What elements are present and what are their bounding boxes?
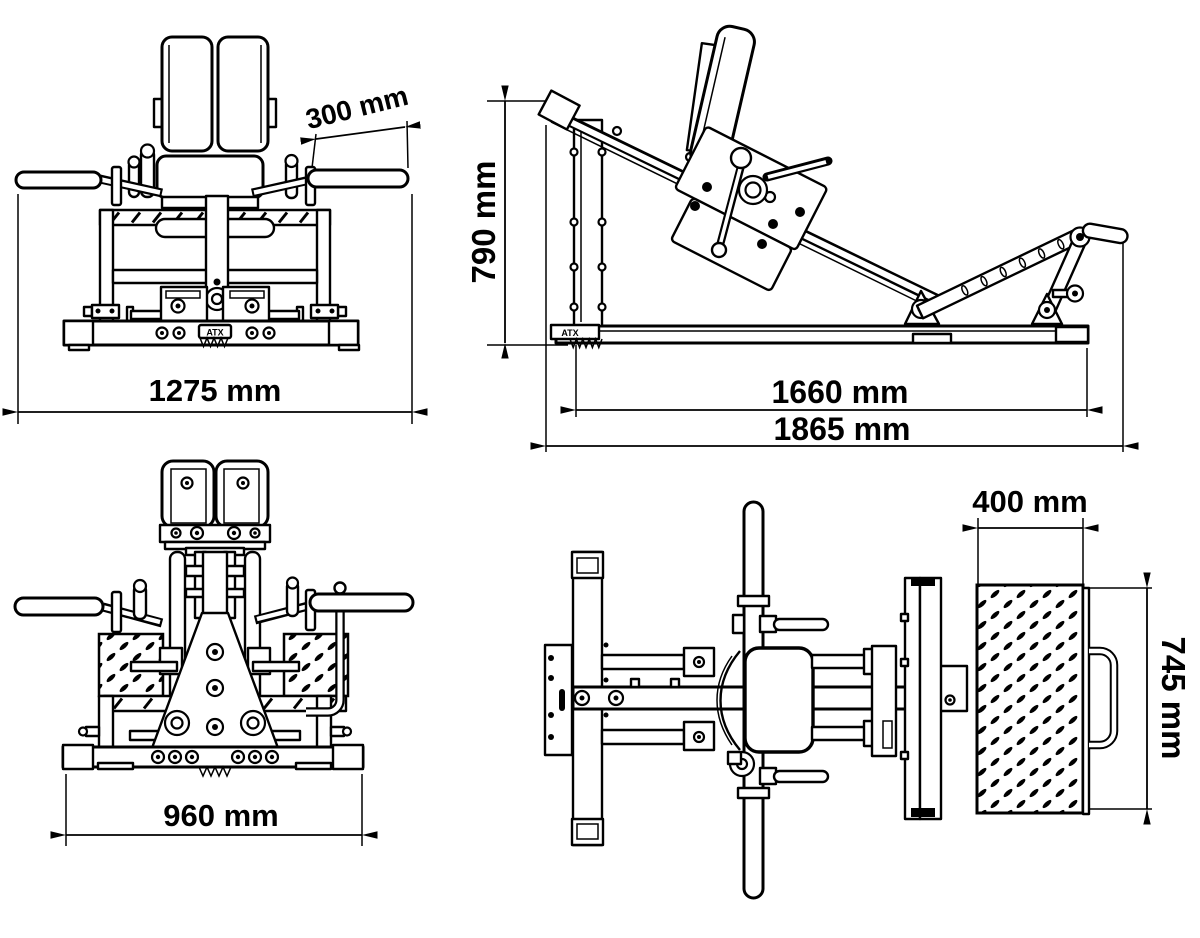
front-frame	[98, 194, 332, 332]
dimension-label-footplate-width: 400 mm	[972, 484, 1087, 519]
rear-view: 960 mm	[13, 459, 415, 846]
rear-handlebars	[13, 576, 415, 634]
dimension-side-inner-length: 1660 mm	[560, 374, 1103, 414]
top-seat-pad	[716, 646, 815, 778]
dimension-footplate-width: 400 mm	[962, 484, 1099, 584]
dimension-rear-base-width: 960 mm	[50, 774, 378, 846]
dimension-label-side-inner-length: 1660 mm	[772, 374, 909, 410]
top-view: 400 mm 745 mm	[543, 484, 1192, 900]
dimension-front-total-width: 1275 mm	[2, 194, 428, 424]
rear-base	[61, 725, 365, 778]
rear-left-grip	[13, 596, 105, 617]
dimension-footplate-depth: 745 mm	[1090, 572, 1192, 825]
brand-label-front: ATX	[206, 328, 223, 338]
front-side-brackets	[82, 303, 348, 320]
dimension-label-front-total-width: 1275 mm	[149, 373, 282, 408]
side-lever-arm	[915, 222, 1129, 326]
top-right-plates	[810, 576, 943, 821]
front-left-grip	[14, 170, 103, 190]
rear-back-pads	[160, 459, 270, 529]
front-back-pads	[152, 35, 278, 153]
front-right-grip	[306, 168, 410, 189]
rear-foot-plates	[97, 632, 350, 698]
brand-label-side: ATX	[561, 328, 578, 338]
side-carriage	[670, 24, 833, 292]
dimension-side-height: 790 mm	[465, 85, 568, 359]
dimension-label-side-total-length: 1865 mm	[774, 411, 911, 447]
side-upright-post	[569, 118, 607, 328]
top-foot-plate	[975, 583, 1119, 816]
rear-pad-bracket	[158, 523, 272, 557]
dimension-side-total-length: 1865 mm	[530, 411, 1139, 450]
brand-plate-front	[197, 323, 233, 340]
side-view: 790 mm	[465, 24, 1139, 452]
side-brand-foot: ATX	[549, 323, 603, 350]
front-base: ATX	[62, 319, 361, 352]
side-base-rail	[554, 324, 1090, 345]
dimension-label-footplate-depth: 745 mm	[1155, 637, 1192, 760]
rear-right-grip	[308, 592, 415, 613]
front-serrated-foot	[199, 336, 229, 349]
dimension-label-rear-base-width: 960 mm	[163, 798, 278, 833]
dimension-label-side-height: 790 mm	[465, 161, 502, 284]
rear-j-tube	[306, 581, 347, 717]
front-handlebars	[14, 165, 410, 207]
side-lever-handle	[1081, 222, 1129, 245]
